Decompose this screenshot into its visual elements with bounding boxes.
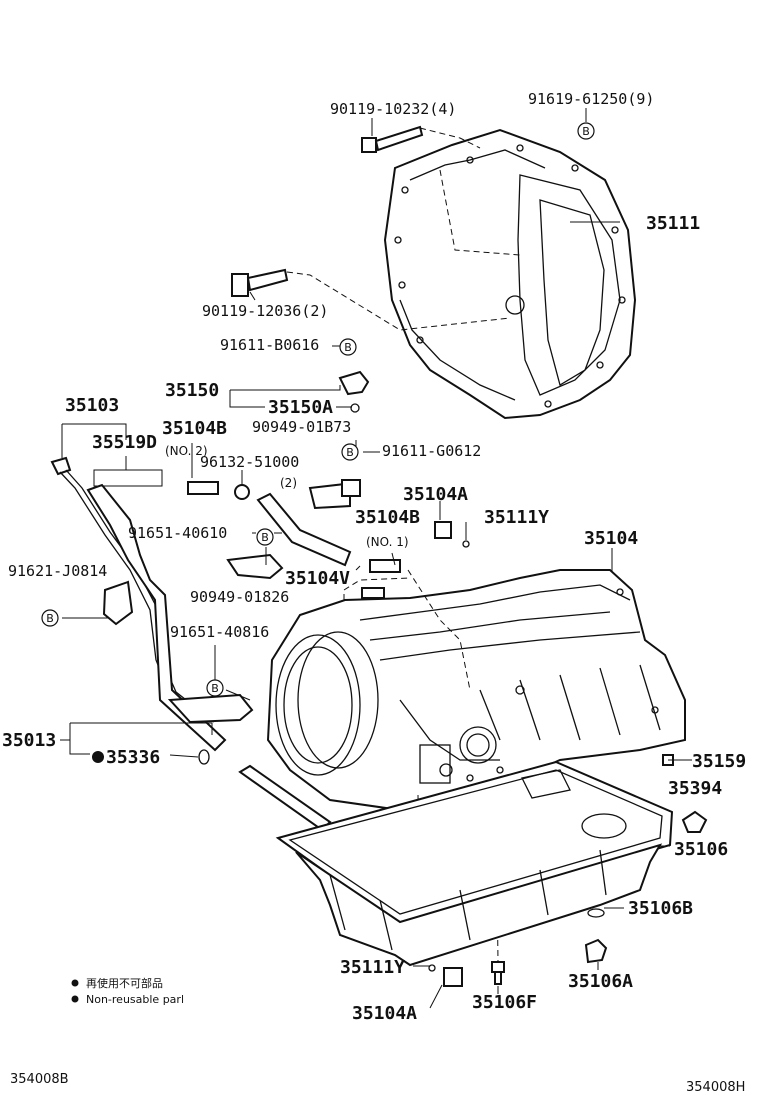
label-35336: 35336: [106, 747, 160, 768]
sensor-35150: [338, 370, 370, 413]
svg-text:B: B: [261, 531, 269, 544]
label-91651-40610: 91651-40610: [128, 524, 227, 542]
label-91611-G0612: 91611-G0612: [382, 442, 481, 460]
legend-dot-en: [71, 995, 79, 1003]
label-35106: 35106: [674, 839, 728, 860]
bolt-90119-12036: [231, 268, 289, 297]
b-marker-5: B: [41, 609, 59, 627]
label-no1: (NO. 1): [366, 535, 409, 549]
label-35159: 35159: [692, 751, 746, 772]
label-35150: 35150: [165, 380, 219, 401]
gasket-35394: [681, 810, 708, 833]
figure-code-left: 354008B: [10, 1072, 69, 1087]
label-35104B-mid: 35104B: [355, 507, 420, 528]
label-96132-51000: 96132-51000: [200, 453, 299, 471]
non-reusable-dot: [92, 751, 104, 763]
plug-35104A-bot: [428, 964, 463, 987]
label-35111Y-bot: 35111Y: [340, 957, 405, 978]
converter-housing: [383, 128, 637, 420]
label-35104B-top: 35104B: [162, 418, 227, 439]
bolt-35106F: [491, 961, 505, 985]
b-marker-6: B: [206, 679, 224, 697]
b-marker-4: B: [256, 528, 274, 546]
oil-pan-35106: [275, 760, 674, 967]
legend-dot-jp: [71, 979, 79, 987]
transmission-case-35104: [266, 569, 686, 812]
svg-text:B: B: [582, 125, 590, 138]
label-90119-10232: 90119-10232(4): [330, 100, 456, 118]
plug-96132: [187, 481, 250, 500]
legend-jp: 再使用不可部品: [86, 976, 163, 990]
label-35106B: 35106B: [628, 898, 693, 919]
hose-91651-40610: [256, 492, 352, 567]
legend: 再使用不可部品 Non-reusable parl: [71, 976, 184, 1006]
filler-tube-35013: [86, 483, 254, 752]
label-35150A: 35150A: [268, 397, 333, 418]
label-qty2: (2): [280, 476, 297, 490]
connector-90949-01826: [226, 553, 284, 580]
label-91619-61250: 91619-61250(9): [528, 90, 654, 108]
b-marker-1: B: [577, 122, 595, 140]
b-marker-3: B: [341, 443, 359, 461]
legend-en: Non-reusable parl: [86, 993, 184, 1006]
label-no2: (NO. 2): [165, 444, 208, 458]
label-35111: 35111: [646, 213, 700, 234]
label-35104: 35104: [584, 528, 638, 549]
o-ring-35336: [198, 749, 210, 765]
svg-text:B: B: [346, 446, 354, 459]
label-35013: 35013: [2, 730, 56, 751]
fitting-35104B-no1: [361, 559, 401, 599]
label-35111Y-top: 35111Y: [484, 507, 549, 528]
label-90949-01826: 90949-01826: [190, 588, 289, 606]
label-35104A-top: 35104A: [403, 484, 468, 505]
label-90949-01B73: 90949-01B73: [252, 418, 351, 436]
svg-text:B: B: [46, 612, 54, 625]
label-35394: 35394: [668, 778, 722, 799]
figure-code-right: 354008H: [686, 1080, 745, 1095]
label-90119-12036: 90119-12036(2): [202, 302, 328, 320]
label-35106F: 35106F: [472, 992, 537, 1013]
plug-35104A-top: [434, 521, 470, 548]
label-91611-B0616: 91611-B0616: [220, 336, 319, 354]
label-35104V: 35104V: [285, 568, 350, 589]
drain-plug-35106A: [584, 938, 608, 964]
label-35103: 35103: [65, 395, 119, 416]
label-35519D: 35519D: [92, 432, 157, 453]
b-marker-2: B: [339, 338, 357, 356]
bolt-90119-10232: [361, 125, 424, 153]
tube-lower: [238, 764, 332, 832]
label-35104A-bot: 35104A: [352, 1003, 417, 1024]
label-91621-J0814: 91621-J0814: [8, 562, 107, 580]
gasket-35106B: [587, 908, 605, 918]
svg-text:B: B: [344, 341, 352, 354]
svg-text:B: B: [211, 682, 219, 695]
label-35106A: 35106A: [568, 971, 633, 992]
label-91651-40816: 91651-40816: [170, 623, 269, 641]
connector-90949-01B73: [308, 479, 361, 510]
